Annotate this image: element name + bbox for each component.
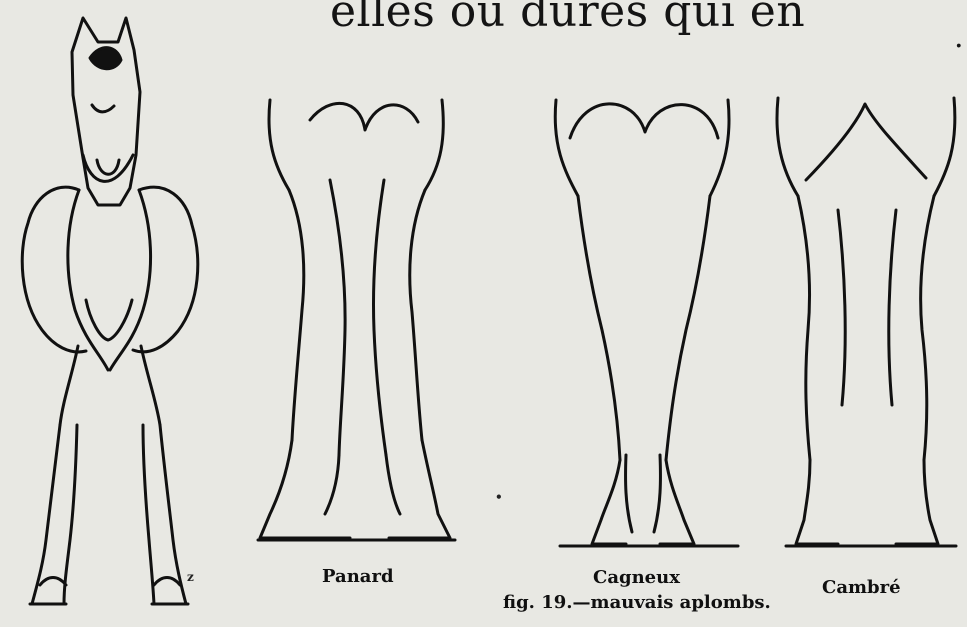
horse-front-view (22, 18, 198, 604)
panard-legs-drawing (258, 100, 455, 540)
cagneux-legs-drawing (555, 100, 738, 546)
label-panard: Panard (322, 566, 394, 587)
label-cagneux: Cagneux (593, 567, 680, 588)
figure-caption: fig. 19.—mauvais aplombs. (503, 592, 771, 613)
print-speck: • (495, 490, 503, 504)
cambre-legs-drawing (777, 98, 956, 546)
label-cambre: Cambré (822, 577, 901, 598)
print-speck: z (187, 570, 194, 584)
